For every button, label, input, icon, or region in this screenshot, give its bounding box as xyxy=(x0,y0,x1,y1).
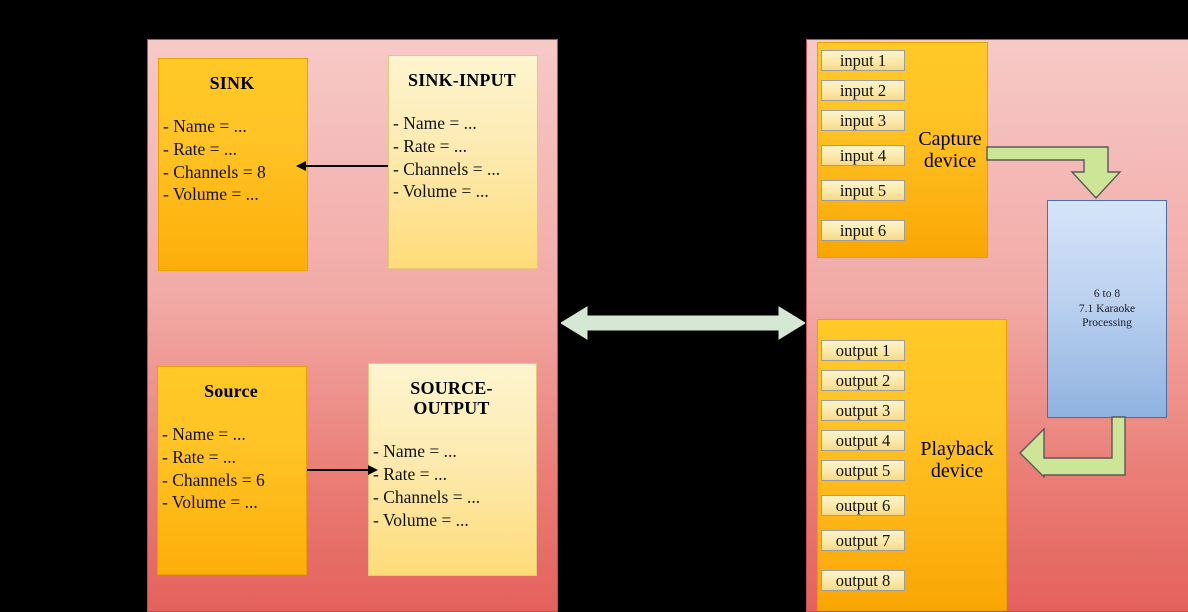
capture-channel-3[interactable]: input 3 xyxy=(821,110,905,131)
processing-line-3: Processing xyxy=(1082,317,1132,330)
source-output-field-name: - Name = ... xyxy=(373,441,457,462)
playback-channel-8[interactable]: output 8 xyxy=(821,570,905,591)
sink-field-channels: - Channels = 8 xyxy=(163,161,266,182)
source-output-box[interactable]: SOURCE-OUTPUT - Name = ... - Rate = ... … xyxy=(368,363,537,576)
playback-channel-5[interactable]: output 5 xyxy=(821,460,905,481)
source-field-rate: - Rate = ... xyxy=(162,446,237,467)
sink-field-volume: - Volume = ... xyxy=(163,184,259,205)
arrow-head-left-icon xyxy=(296,161,306,171)
capture-channel-2[interactable]: input 2 xyxy=(821,80,905,101)
sink-fields: - Name = ... - Rate = ... - Channels = 8… xyxy=(163,115,299,206)
playback-channel-4[interactable]: output 4 xyxy=(821,430,905,451)
sink-title: SINK xyxy=(209,73,255,93)
processing-line-1: 6 to 8 xyxy=(1093,287,1121,300)
source-output-field-volume: - Volume = ... xyxy=(373,509,469,530)
capture-channel-5[interactable]: input 5 xyxy=(821,180,905,201)
playback-channel-6[interactable]: output 6 xyxy=(821,495,905,516)
playback-device-label: Playback device xyxy=(910,438,1004,482)
sink-field-name: - Name = ... xyxy=(163,116,247,137)
sink-input-fields: - Name = ... - Rate = ... - Channels = .… xyxy=(393,112,529,203)
sink-field-rate: - Rate = ... xyxy=(163,138,238,159)
playback-device-label-line1: Playback xyxy=(920,438,994,460)
capture-channel-6[interactable]: input 6 xyxy=(821,220,905,241)
sink-input-field-rate: - Rate = ... xyxy=(393,135,468,156)
sink-input-field-channels: - Channels = ... xyxy=(393,158,501,179)
source-field-volume: - Volume = ... xyxy=(162,492,258,513)
bidirectional-link-arrow-icon xyxy=(561,306,805,340)
sink-box[interactable]: SINK - Name = ... - Rate = ... - Channel… xyxy=(158,58,308,271)
capture-device-label-line1: Capture xyxy=(918,128,982,150)
arrow-head-right-icon xyxy=(368,465,378,475)
sink-input-field-name: - Name = ... xyxy=(393,113,477,134)
source-box[interactable]: Source - Name = ... - Rate = ... - Chann… xyxy=(157,366,307,575)
source-title: Source xyxy=(204,381,258,401)
source-fields: - Name = ... - Rate = ... - Channels = 6… xyxy=(162,423,298,514)
capture-device-label: Capture device xyxy=(908,128,992,172)
capture-channel-1[interactable]: input 1 xyxy=(821,50,905,71)
playback-channel-1[interactable]: output 1 xyxy=(821,340,905,361)
source-output-field-rate: - Rate = ... xyxy=(373,464,448,485)
processing-line-2: 7.1 Karaoke xyxy=(1078,302,1136,315)
source-output-fields: - Name = ... - Rate = ... - Channels = .… xyxy=(373,440,528,531)
source-output-field-channels: - Channels = ... xyxy=(373,486,481,507)
capture-device-label-line2: device xyxy=(923,150,977,172)
processing-box[interactable]: 6 to 8 7.1 Karaoke Processing xyxy=(1047,200,1167,418)
source-output-title: SOURCE-OUTPUT xyxy=(410,378,493,419)
arrow-shaft xyxy=(307,469,368,471)
sink-input-field-volume: - Volume = ... xyxy=(393,181,489,202)
playback-channel-3[interactable]: output 3 xyxy=(821,400,905,421)
playback-channel-7[interactable]: output 7 xyxy=(821,530,905,551)
arrow-processing-to-playback-icon xyxy=(1019,416,1126,478)
arrow-capture-to-processing-icon xyxy=(986,146,1122,200)
source-field-name: - Name = ... xyxy=(162,424,246,445)
sink-input-title: SINK-INPUT xyxy=(407,70,516,90)
playback-channel-2[interactable]: output 2 xyxy=(821,370,905,391)
source-field-channels: - Channels = 6 xyxy=(162,469,265,490)
capture-channel-4[interactable]: input 4 xyxy=(821,145,905,166)
playback-device-label-line2: device xyxy=(930,460,984,482)
sink-input-box[interactable]: SINK-INPUT - Name = ... - Rate = ... - C… xyxy=(388,55,538,269)
arrow-shaft xyxy=(306,165,388,167)
processing-box-text: 6 to 8 7.1 Karaoke Processing xyxy=(1079,287,1135,331)
